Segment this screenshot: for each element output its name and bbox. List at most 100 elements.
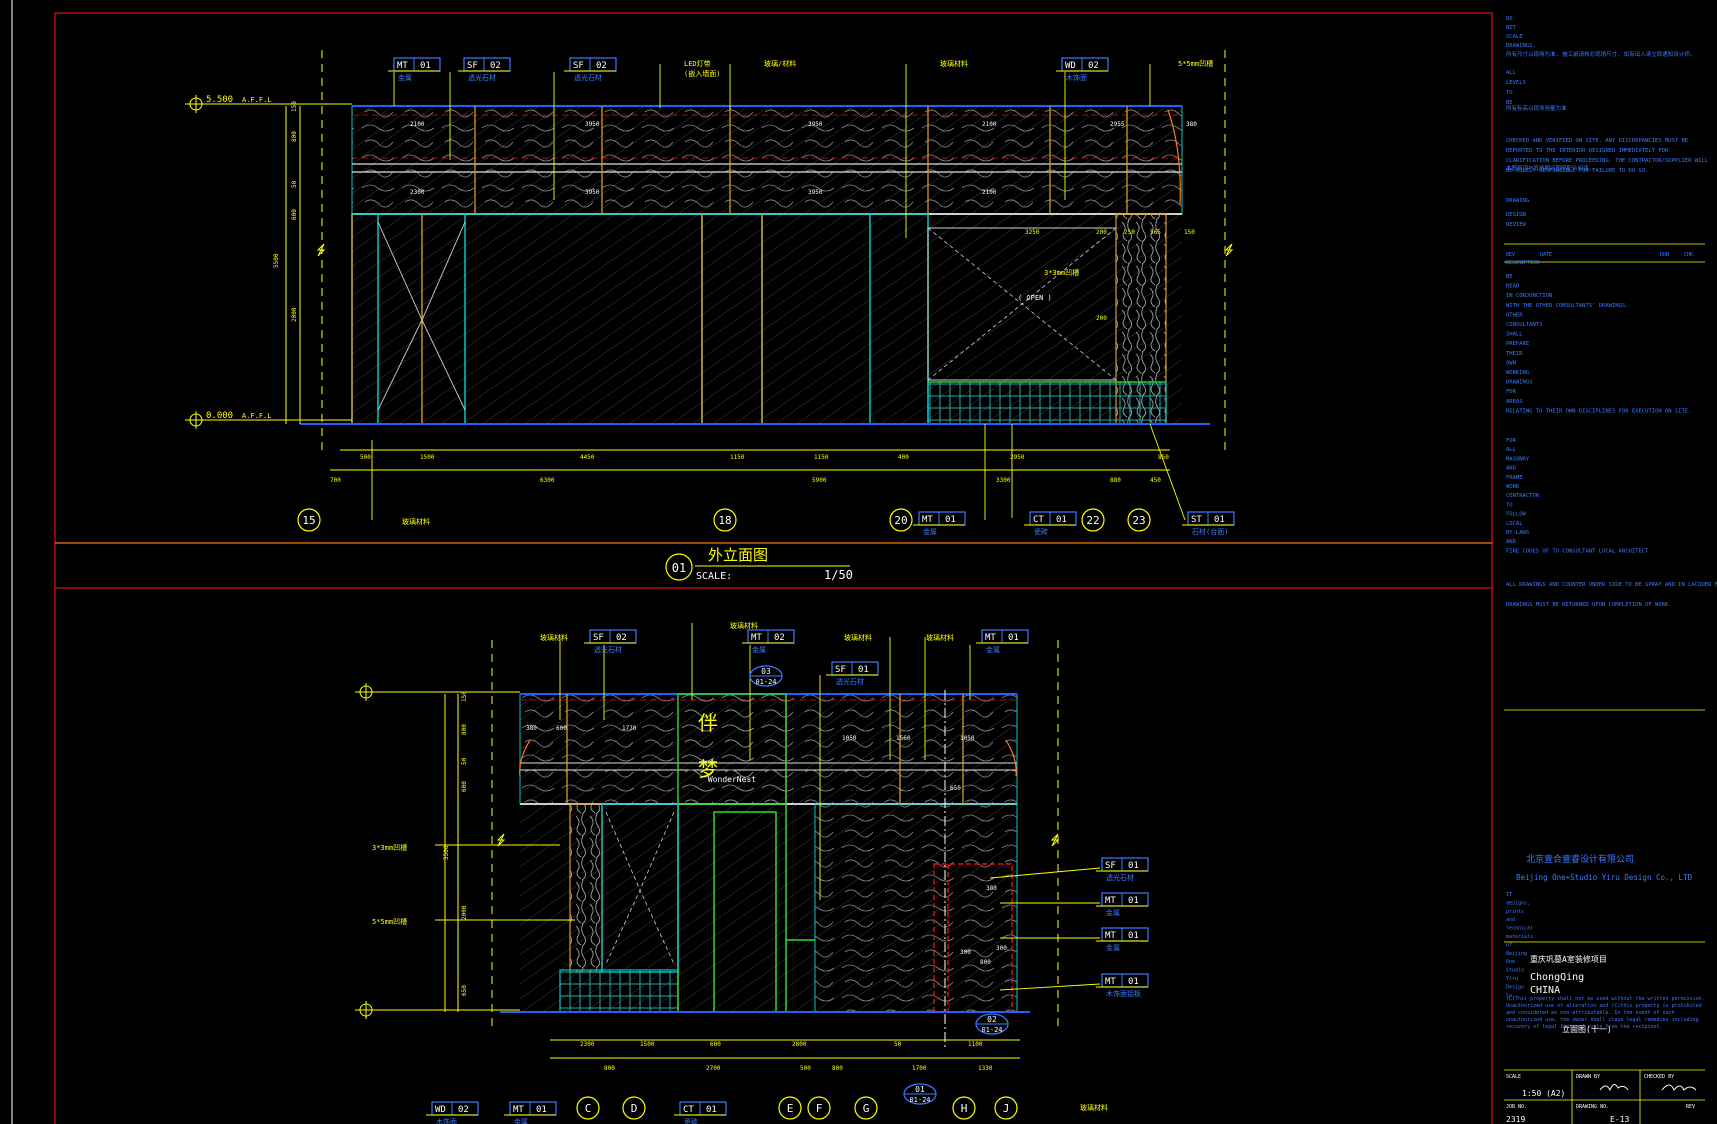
grid-label: C [585, 1102, 592, 1115]
note-text: ALL [1506, 447, 1517, 453]
material-label: LED灯带 [684, 59, 711, 68]
checked-signature [1661, 1084, 1697, 1092]
dim-text: 250 [1124, 229, 1135, 236]
dim-text: 200 [1096, 229, 1107, 236]
dim-text: 600 [291, 209, 298, 220]
top-stone-fascia [351, 105, 1183, 215]
note-text: REVIEW [1506, 222, 1527, 228]
note-text: CONTRACTOR [1506, 493, 1540, 499]
dim-text: 2100 [410, 121, 425, 128]
scale-value: 1/50 [824, 568, 853, 582]
dim-text: 150 [1184, 229, 1195, 236]
tag-note: 木饰面 [1066, 73, 1087, 82]
dim-text: 2000 [291, 307, 298, 322]
tag-code: WD [1065, 61, 1076, 71]
material-label: 玻璃材料 [730, 621, 758, 630]
dim-text: 600 [556, 725, 567, 732]
note-text: DRAWING [1506, 198, 1529, 204]
note-text: AREAS [1506, 399, 1523, 405]
tag-number: 01 [706, 1105, 717, 1115]
dim-text: 1050 [960, 735, 975, 742]
callout-number: 01 [915, 1085, 925, 1094]
dim-text: 380 [1186, 121, 1197, 128]
dim-text: 500 [360, 454, 371, 461]
material-label: 5*5mm凹槽 [1178, 59, 1213, 68]
note-text: Studio [1506, 968, 1524, 974]
grid-label: J [1003, 1102, 1010, 1115]
project-name: 重庆巩墓A室装修项目 [1530, 954, 1607, 964]
note-text: READ [1506, 284, 1519, 290]
dim-text: 800 [604, 1065, 615, 1072]
gap-note: 3*3mm凹槽 [1044, 268, 1079, 277]
sheet-frames [11, 0, 1493, 1124]
dim-text: 150 [461, 691, 468, 702]
grid-label: H [961, 1102, 968, 1115]
tag-note: 金属 [986, 645, 1000, 654]
dim-text: 5500 [273, 253, 280, 268]
field-label: CHECKED BY [1644, 1074, 1674, 1080]
dim-text: 50 [894, 1041, 902, 1048]
note-text: prints [1506, 909, 1524, 915]
note-text: BE [1506, 274, 1513, 280]
dim-text: 2300 [580, 1041, 595, 1048]
dim-text: 300 [960, 949, 971, 956]
svg-text:A.F.F.L: A.F.F.L [242, 412, 272, 420]
rev-header: REV [1506, 252, 1515, 258]
dim-text: 2955 [1110, 121, 1125, 128]
bottom-elevation [355, 623, 1101, 1059]
tag-number: 01 [536, 1105, 547, 1115]
field-label: DRAWING NO. [1576, 1104, 1609, 1110]
tag-note: 木饰面铝板 [1106, 989, 1141, 998]
bottom-sign: 伴 梦 WonderNest [698, 711, 756, 784]
tag-code: MT [985, 633, 996, 643]
title-block [1504, 243, 1705, 1124]
dim-text: 880 [1110, 477, 1121, 484]
dim-text: 850 [1158, 454, 1169, 461]
tag-code: CT [683, 1105, 694, 1115]
tag-note: 瓷砖 [1034, 527, 1048, 536]
dim-text: 3300 [996, 477, 1011, 484]
dim-text: 800 [461, 724, 468, 735]
note-text: DESIGN [1506, 212, 1526, 218]
material-label: 玻璃材料 [844, 633, 872, 642]
door-open-label: ( OPEN ) [1018, 294, 1052, 302]
drawing-name: 立面图(十一) [1562, 1024, 1612, 1034]
dim-text: 2700 [706, 1065, 721, 1072]
dim-text: 565 [1150, 229, 1161, 236]
grid-bubble: 22 [1081, 508, 1105, 532]
tag-code: SF [835, 665, 846, 675]
tag-code: MT [513, 1105, 524, 1115]
dim-text: 4450 [580, 454, 595, 461]
note-text: IT [1506, 892, 1512, 898]
dim-text: 1050 [842, 735, 857, 742]
grid-label: E [787, 1102, 794, 1115]
note-text: WORK [1506, 484, 1520, 490]
note-text: Yiru [1506, 976, 1518, 982]
note-text: PREPARE [1506, 341, 1529, 347]
tag-code: MT [751, 633, 762, 643]
top-title-number: 01 [672, 561, 686, 575]
note-text: MASONRY [1506, 456, 1530, 462]
dim-text: 600 [710, 1041, 721, 1048]
note-text: 所有尺寸以现场为准, 施工前请核对现场尺寸, 如有出入请立即通知设计师。 [1506, 50, 1695, 58]
dim-text: 1500 [420, 454, 435, 461]
bottom-stone-wall [814, 803, 1018, 1013]
note-para3: CHECKED AND VERIFIED ON SITE. ANY DISCRE… [1506, 138, 1709, 174]
dim-text: 450 [1150, 477, 1161, 484]
tag-note: 金属 [1106, 908, 1120, 917]
dim-text: 200 [1096, 315, 1107, 322]
grid-label: 18 [718, 514, 731, 527]
field-label: REV [1686, 1104, 1695, 1110]
grid-bubble: H [952, 1096, 976, 1120]
tag-number: 01 [1128, 977, 1139, 987]
material-label: (嵌入墙面) [684, 69, 720, 78]
